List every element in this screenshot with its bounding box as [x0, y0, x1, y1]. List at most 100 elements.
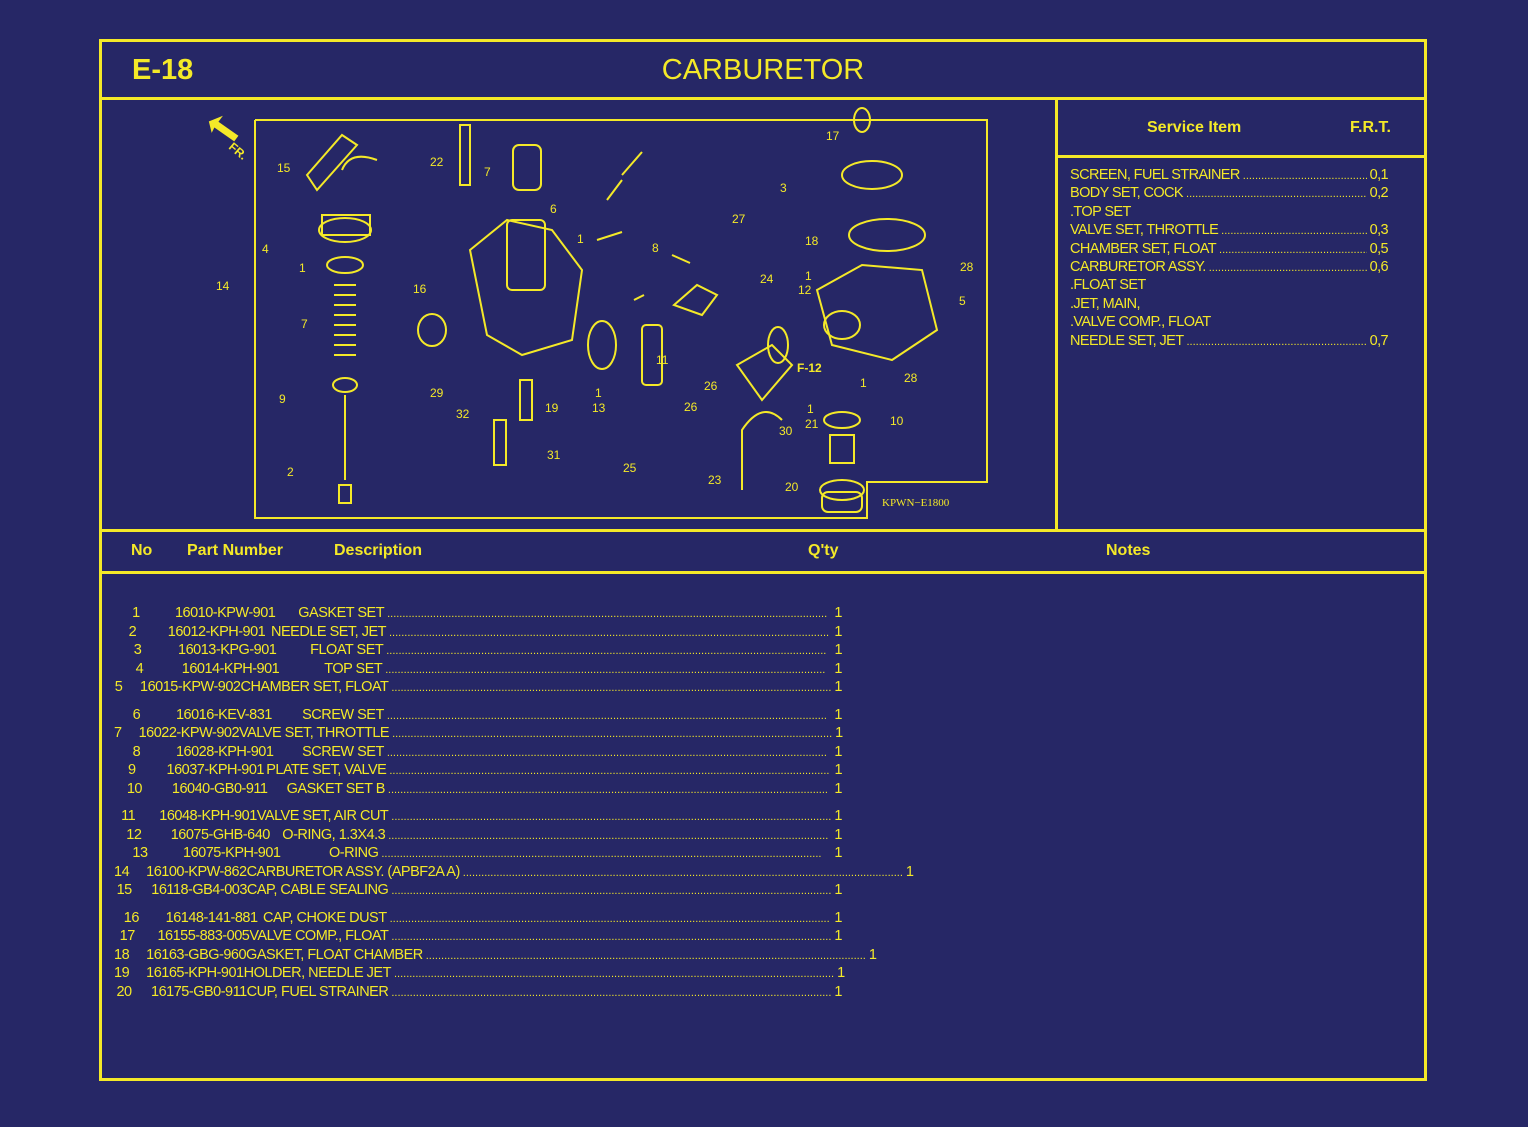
service-item-label: CHAMBER SET, FLOAT: [1070, 240, 1217, 257]
svg-text:1: 1: [805, 269, 812, 283]
col-header-no: No: [131, 542, 153, 559]
part-no: 2: [128, 623, 137, 640]
divider: [102, 529, 1424, 532]
part-number: 16175-GB0-911: [151, 983, 247, 1000]
svg-text:1: 1: [807, 402, 814, 416]
svg-text:1: 1: [595, 386, 602, 400]
leader-dots: [387, 744, 827, 760]
svg-text:29: 29: [430, 386, 444, 400]
svg-text:23: 23: [708, 473, 722, 487]
part-no: 6: [132, 706, 141, 723]
leader-dots: [387, 605, 827, 621]
part-description: VALVE COMP., FLOAT: [249, 928, 389, 944]
part-no: 15: [116, 882, 133, 898]
part-number: 16118-GB4-003: [151, 882, 247, 898]
part-number: 16015-KPW-902: [140, 679, 241, 695]
service-item-label: CARBURETOR ASSY.: [1070, 258, 1206, 275]
part-qty: 1: [834, 909, 842, 926]
divider: [102, 97, 1424, 100]
svg-text:31: 31: [547, 448, 561, 462]
service-item-label: NEEDLE SET, JET: [1070, 332, 1184, 349]
part-number: 16014-KPH-901: [181, 660, 280, 677]
part-number: 16100-KPW-862: [146, 863, 247, 880]
divider: [1055, 155, 1424, 158]
part-description: SCREW SET: [302, 743, 384, 760]
svg-text:32: 32: [456, 407, 470, 421]
service-item: .VALVE COMP., FLOAT: [1070, 314, 1388, 332]
part-number: 16040-GB0-911: [171, 780, 268, 797]
leader-dots: [463, 864, 903, 880]
exploded-diagram: FR. 15: [208, 107, 988, 519]
leader-dots: [1186, 185, 1367, 201]
service-item-label: SCREEN, FUEL STRAINER: [1070, 167, 1240, 183]
part-no: 14: [114, 863, 130, 880]
svg-text:13: 13: [592, 401, 606, 415]
front-arrow-icon: FR.: [208, 115, 250, 163]
part-qty: 1: [834, 928, 842, 944]
part-no: 8: [132, 743, 141, 760]
part-description: GASKET SET B: [286, 780, 386, 797]
svg-text:20: 20: [785, 480, 799, 494]
part-qty: 1: [834, 845, 842, 861]
col-header-part-number: Part Number: [187, 542, 284, 559]
svg-text:19: 19: [545, 401, 559, 415]
service-item: NEEDLE SET, JET 0,7: [1070, 332, 1389, 351]
part-description: CHAMBER SET, FLOAT: [240, 679, 389, 695]
part-no: 18: [114, 946, 130, 963]
leader-dots: [426, 947, 866, 963]
part-number: 16075-KPH-901: [183, 845, 281, 861]
diagram-frame: [254, 119, 988, 519]
drawing-ref-code: KPWN−E1800: [882, 497, 950, 509]
figure-ref: F-12: [797, 361, 822, 375]
svg-text:25: 25: [623, 461, 637, 475]
service-item-frt: 0,3: [1369, 222, 1389, 239]
svg-text:11: 11: [656, 353, 669, 367]
svg-text:27: 27: [732, 212, 746, 226]
svg-text:16: 16: [413, 282, 427, 296]
leader-dots: [387, 707, 827, 723]
part-no: 3: [133, 642, 142, 658]
part-number: 16028-KPH-901: [175, 743, 274, 760]
svg-text:4: 4: [262, 242, 269, 256]
svg-text:7: 7: [484, 165, 491, 179]
leader-dots: [1219, 241, 1367, 257]
service-item-label: .TOP SET: [1070, 203, 1131, 220]
service-item-frt: 0,2: [1369, 185, 1389, 202]
parts-catalog-page: E-18 CARBURETOR FR.: [99, 39, 1427, 1081]
service-item-frt: 0,6: [1369, 258, 1389, 275]
svg-text:18: 18: [805, 234, 819, 248]
part-number: 16048-KPH-901: [159, 808, 257, 824]
part-no: 19: [114, 965, 130, 981]
part-qty: 1: [834, 762, 843, 778]
leader-dots: [389, 762, 829, 778]
leader-dots: [386, 642, 826, 658]
part-number: 16163-GBG-960: [146, 946, 247, 963]
svg-text:30: 30: [779, 424, 793, 438]
service-item: CHAMBER SET, FLOAT0,5: [1070, 240, 1389, 259]
part-no: 20: [116, 983, 132, 1000]
leader-dots: [392, 725, 832, 741]
leader-dots: [391, 882, 831, 898]
service-item-frt: 0,7: [1369, 332, 1389, 349]
part-description: O-RING: [329, 845, 379, 861]
part-qty: 1: [837, 965, 845, 981]
part-number: 16165-KPH-901: [146, 965, 244, 981]
leader-dots: [394, 965, 834, 981]
part-description: PLATE SET, VALVE: [266, 762, 387, 778]
carburetor-parts-drawing: [305, 107, 939, 513]
svg-text:3: 3: [780, 181, 787, 195]
service-item: .TOP SET: [1070, 204, 1388, 222]
part-qty: 1: [834, 743, 842, 760]
